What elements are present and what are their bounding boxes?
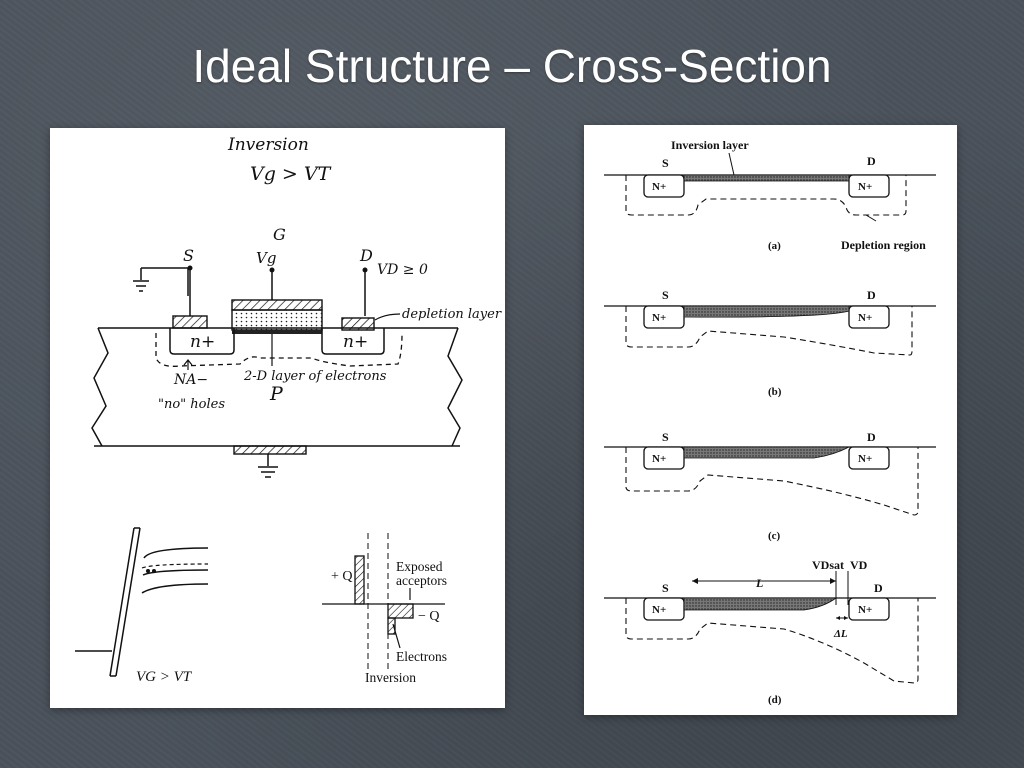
vdsat-label: VDsat bbox=[812, 558, 844, 572]
positive-gate-charge bbox=[354, 555, 365, 605]
panel-a-n-right: N+ bbox=[858, 181, 872, 193]
panel-a: Inversion layer S D N+ N+ Depletion regi… bbox=[604, 138, 936, 252]
depletion-layer-label: depletion layer bbox=[402, 307, 502, 322]
channel-pinchoff-figure: Inversion layer S D N+ N+ Depletion regi… bbox=[604, 138, 936, 706]
panel-c-n-left: N+ bbox=[652, 453, 666, 465]
panel-a-channel bbox=[683, 174, 850, 182]
drain-n-plus-well bbox=[321, 328, 385, 355]
source-contact bbox=[172, 315, 208, 329]
drain-label: D bbox=[359, 246, 373, 265]
panel-d-source: S bbox=[662, 581, 669, 595]
panel-c-drain: D bbox=[867, 430, 876, 444]
panel-b-caption: (b) bbox=[768, 386, 782, 398]
panel-b-n-left: N+ bbox=[652, 312, 666, 324]
inversion-sketch-panel: Inversion Vg > VT S G Vg D VD ≥ 0 bbox=[50, 128, 505, 708]
vd-label: VD bbox=[850, 558, 868, 572]
gate-terminal-dot bbox=[269, 267, 275, 273]
gate-metal bbox=[231, 299, 323, 311]
panel-d-n-right: N+ bbox=[858, 604, 872, 616]
p-body-label: P bbox=[269, 383, 284, 405]
length-label: L bbox=[755, 576, 763, 590]
gate-oxide bbox=[231, 309, 323, 331]
panel-a-n-left: N+ bbox=[652, 181, 666, 193]
back-ground-symbol bbox=[258, 454, 278, 478]
panel-b-depletion bbox=[625, 306, 913, 356]
back-contact bbox=[233, 445, 307, 455]
band-diagram: VG > VT bbox=[75, 527, 209, 685]
delta-l-label: ΔL bbox=[833, 628, 848, 640]
panel-c-depletion bbox=[625, 447, 919, 516]
vg-gt-vt-condition: Vg > VT bbox=[250, 163, 332, 185]
source-n-plus-well bbox=[169, 328, 235, 355]
panel-a-caption: (a) bbox=[768, 240, 781, 252]
depletion-boundary bbox=[155, 332, 403, 367]
plus-q-label: + Q bbox=[331, 569, 353, 584]
minus-q-label: − Q bbox=[418, 609, 440, 624]
band-diagram-label: VG > VT bbox=[136, 669, 193, 685]
source-label: S bbox=[183, 246, 194, 265]
exposed-label: Exposed bbox=[396, 559, 443, 574]
panel-a-drain: D bbox=[867, 154, 876, 168]
drain-contact bbox=[341, 317, 375, 331]
drain-terminal-dot bbox=[362, 267, 368, 273]
drain-n-plus-label: n+ bbox=[343, 332, 368, 352]
electrons-label: Electrons bbox=[396, 649, 447, 664]
panel-b-channel bbox=[683, 305, 850, 318]
gate-label: G bbox=[273, 225, 286, 244]
panel-b-source: S bbox=[662, 288, 669, 302]
inversion-caption: Inversion bbox=[365, 670, 416, 685]
acceptor-arrow bbox=[183, 359, 193, 370]
panel-c-source: S bbox=[662, 430, 669, 444]
charge-diagram: + Q − Q Exposed acceptors Electrons Inve… bbox=[322, 533, 447, 685]
inversion-sketch: Inversion Vg > VT S G Vg D VD ≥ 0 bbox=[75, 135, 502, 685]
panel-d-channel bbox=[683, 597, 838, 611]
slide-title: Ideal Structure – Cross-Section bbox=[192, 40, 832, 92]
two-d-electron-layer bbox=[232, 330, 322, 334]
drain-voltage-label: VD ≥ 0 bbox=[377, 262, 428, 278]
panel-c-channel bbox=[683, 446, 850, 459]
no-holes-label: "no" holes bbox=[158, 397, 225, 412]
panel-c-caption: (c) bbox=[768, 530, 781, 542]
panel-d-n-left: N+ bbox=[652, 604, 666, 616]
inversion-heading: Inversion bbox=[227, 135, 309, 155]
panel-b-n-right: N+ bbox=[858, 312, 872, 324]
source-terminal-dot bbox=[187, 265, 193, 271]
panel-a-depletion bbox=[625, 175, 907, 216]
depletion-leader bbox=[374, 313, 401, 321]
panel-a-source: S bbox=[662, 156, 669, 170]
exposed-acceptor-charge bbox=[387, 603, 414, 619]
inversion-layer-label: Inversion layer bbox=[671, 138, 749, 152]
gate-voltage-label: Vg bbox=[256, 249, 276, 267]
electron-charge bbox=[387, 617, 396, 635]
source-n-plus-label: n+ bbox=[190, 332, 215, 352]
panel-b-drain: D bbox=[867, 288, 876, 302]
acceptors-label: NA− bbox=[173, 372, 208, 388]
panel-c: S D N+ N+ (c) bbox=[604, 430, 936, 542]
two-d-layer-label: 2-D layer of electrons bbox=[243, 369, 387, 384]
panel-d-caption: (d) bbox=[768, 694, 782, 706]
panel-c-n-right: N+ bbox=[858, 453, 872, 465]
panel-d-drain: D bbox=[874, 581, 883, 595]
channel-pinchoff-figure-panel: Inversion layer S D N+ N+ Depletion regi… bbox=[584, 125, 957, 715]
acceptors-label-2: acceptors bbox=[396, 573, 447, 588]
source-wire bbox=[133, 266, 191, 316]
panel-d: VDsat VD S D L N+ N+ ΔL (d) bbox=[604, 558, 936, 706]
panel-d-depletion bbox=[625, 598, 919, 684]
depletion-region-label: Depletion region bbox=[841, 238, 926, 252]
panel-b: S D N+ N+ (b) bbox=[604, 288, 936, 398]
